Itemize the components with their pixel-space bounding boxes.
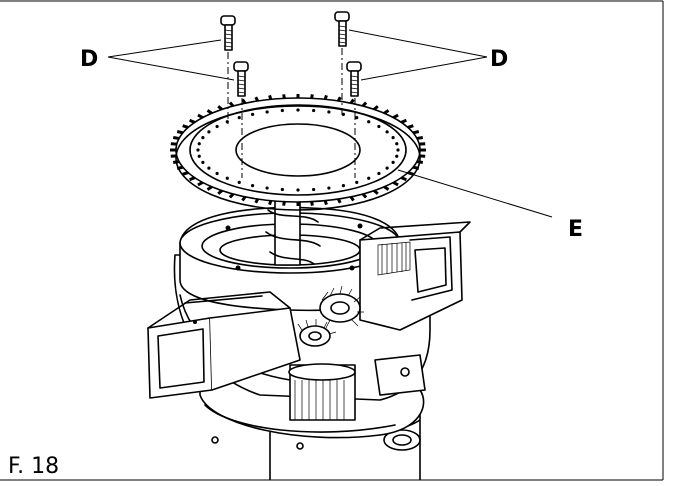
gear-tooth	[218, 106, 222, 109]
bolt-hole	[342, 184, 345, 187]
gear-tooth	[351, 100, 354, 104]
gear-tooth	[242, 197, 245, 201]
gear-tooth	[177, 132, 183, 133]
bolt-hole	[215, 125, 218, 128]
gear-tooth	[183, 126, 188, 128]
bolt-hole	[392, 161, 395, 164]
gear-tooth	[312, 202, 313, 206]
motor-housing	[148, 191, 470, 480]
gear-tooth	[173, 138, 179, 139]
gear-tooth	[401, 120, 406, 122]
gear-tooth	[270, 95, 271, 99]
gear-tooth	[408, 126, 413, 128]
gear-tooth	[230, 103, 233, 106]
bolt-hole	[207, 130, 210, 133]
gear-tooth	[183, 173, 188, 175]
gear-tooth	[393, 182, 398, 184]
gear-tooth	[351, 197, 354, 201]
gear-tooth	[384, 110, 388, 113]
screw-4	[347, 62, 361, 96]
screw-3	[234, 62, 248, 96]
screw-1	[221, 16, 235, 50]
bolt-hole	[377, 125, 380, 128]
bolt-hole	[238, 116, 241, 119]
bolt-hole	[395, 142, 398, 145]
gear-tooth	[177, 167, 183, 168]
gear-tooth	[198, 115, 203, 117]
gear-tooth	[230, 194, 233, 197]
bolt-hole	[265, 186, 268, 189]
gear-tooth	[190, 178, 195, 180]
bolt-hole	[281, 188, 284, 191]
gear-tooth	[218, 191, 222, 194]
bolt-hole	[196, 148, 199, 151]
gear-tooth	[325, 201, 326, 205]
bolt-hole	[396, 148, 399, 151]
bolt-hole	[367, 177, 370, 180]
bolt-hole	[281, 109, 284, 112]
bolt-hole	[312, 188, 315, 191]
gear-tooth	[363, 194, 366, 197]
gear-tooth	[256, 97, 258, 101]
bolt-hole	[355, 116, 358, 119]
gear-tooth	[242, 100, 245, 104]
gear-tooth	[401, 178, 406, 180]
bolt-hole	[201, 161, 204, 164]
bolt-hole	[377, 172, 380, 175]
gear-tooth	[190, 120, 195, 122]
bolt-hole	[198, 142, 201, 145]
gear-tooth	[417, 138, 423, 139]
gear-tooth	[384, 187, 388, 190]
bolt-hole	[386, 167, 389, 170]
gear-tooth	[256, 199, 258, 203]
gear-tooth	[325, 95, 326, 99]
callout-e: E	[568, 217, 583, 242]
bolt-hole	[296, 108, 299, 111]
callout-d-left: D	[80, 47, 98, 72]
gear-tooth	[312, 94, 313, 98]
gear-tooth	[270, 201, 271, 205]
gear-tooth	[417, 162, 423, 163]
bolt-hole	[207, 167, 210, 170]
gear-tooth	[284, 94, 285, 98]
bolt-hole	[386, 130, 389, 133]
bolt-hole	[198, 155, 201, 158]
bolt-hole	[238, 181, 241, 184]
gear-tooth	[413, 132, 419, 133]
bolt-hole	[392, 136, 395, 139]
figure-label: F. 18	[8, 454, 59, 479]
gear-tooth	[363, 103, 366, 106]
gear-tooth	[338, 199, 340, 203]
bolt-hole	[226, 177, 229, 180]
callout-d-right: D	[490, 47, 508, 72]
bolt-hole	[327, 110, 330, 113]
screw-2	[335, 12, 349, 46]
gear-tooth	[374, 106, 378, 109]
gear-tooth	[173, 162, 179, 163]
gear-tooth	[393, 115, 398, 117]
bolt-hole	[251, 113, 254, 116]
gear-tooth	[198, 182, 203, 184]
bolt-hole	[215, 172, 218, 175]
gear-tooth	[413, 167, 419, 168]
bolt-hole	[312, 109, 315, 112]
bolt-hole	[327, 186, 330, 189]
bolt-hole	[355, 181, 358, 184]
bolt-hole	[265, 110, 268, 113]
gear-tooth	[207, 187, 211, 190]
gear-ring	[170, 94, 426, 210]
bolt-hole	[395, 155, 398, 158]
bolt-hole	[251, 184, 254, 187]
gear-tooth	[374, 191, 378, 194]
gear-tooth	[338, 97, 340, 101]
coupling-cylinder	[289, 364, 355, 420]
bolt-hole	[367, 120, 370, 123]
gear-tooth	[207, 110, 211, 113]
gear-tooth	[284, 202, 285, 206]
bolt-hole	[201, 136, 204, 139]
bolt-hole	[296, 188, 299, 191]
